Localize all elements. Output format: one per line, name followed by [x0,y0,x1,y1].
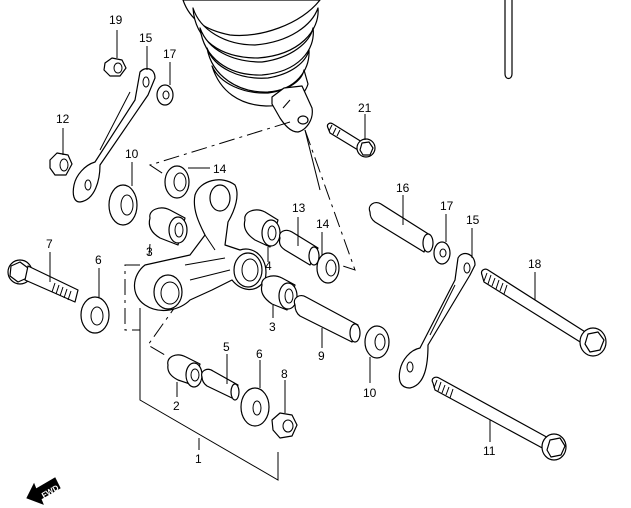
part-18-bolt[interactable] [480,268,607,357]
callout-13: 13 [292,201,306,215]
part-9-spacer[interactable] [293,294,361,343]
callout-3-upper: 3 [146,245,153,259]
callout-12: 12 [56,112,70,126]
part-15-cushion-rod-right[interactable] [398,252,476,389]
callout-8: 8 [281,367,288,381]
frame-rod [504,0,513,80]
callout-11: 11 [483,444,496,458]
callout-15-right: 15 [466,213,480,227]
callout-14-right: 14 [316,217,330,231]
part-21-bolt[interactable] [326,122,376,158]
callout-18: 18 [528,257,542,271]
part-15-cushion-rod-left[interactable] [72,68,156,203]
shock-absorber[interactable] [182,0,321,133]
part-4-bearing[interactable] [243,209,281,248]
part-10-dust-seal-left[interactable] [108,184,138,226]
callout-10-left: 10 [125,147,139,161]
callout-2: 2 [173,399,180,413]
callout-1: 1 [195,452,202,466]
part-2-bearing[interactable] [167,354,203,388]
alignment-lines [124,121,356,356]
callout-21: 21 [358,101,372,115]
callout-19: 19 [109,13,123,27]
callouts: 19 15 17 12 10 14 3 4 13 14 7 6 3 9 10 1… [46,13,542,466]
callout-5: 5 [223,340,230,354]
assembly-bracket [139,308,279,481]
callout-6-right: 6 [256,347,263,361]
part-1-cushion-lever[interactable] [133,179,267,312]
leader-lines [49,30,536,450]
callout-7: 7 [46,237,53,251]
part-17-washer-top[interactable] [156,84,174,106]
part-10-dust-seal-right[interactable] [364,325,390,359]
part-3-bearing-upper[interactable] [148,207,188,246]
callout-17-top: 17 [163,47,177,61]
part-7-bolt[interactable] [7,259,79,303]
callout-9: 9 [318,349,325,363]
part-14-dust-seal-top[interactable] [164,165,190,199]
callout-10-right: 10 [363,386,377,400]
part-13-spacer[interactable] [278,229,320,266]
part-11-bolt[interactable] [431,376,567,461]
part-16-spacer[interactable] [368,201,434,253]
callout-4: 4 [265,259,272,273]
part-3-bearing-lower[interactable] [260,275,298,311]
fwd-arrow-icon: FWD [26,477,61,505]
callout-14-top: 14 [213,162,227,176]
callout-3-lower: 3 [269,320,276,334]
part-6-washer-left[interactable] [80,296,110,334]
part-14-dust-seal-right[interactable] [316,252,340,284]
callout-17-right: 17 [440,199,454,213]
part-12-nut[interactable] [49,152,73,176]
callout-15-left: 15 [139,31,153,45]
part-6-washer-right[interactable] [240,387,270,427]
part-5-spacer[interactable] [201,368,240,401]
callout-16: 16 [396,181,410,195]
part-8-nut[interactable] [271,412,298,439]
callout-6-left: 6 [95,253,102,267]
part-17-washer-right[interactable] [433,241,451,265]
part-19-nut[interactable] [103,57,127,77]
